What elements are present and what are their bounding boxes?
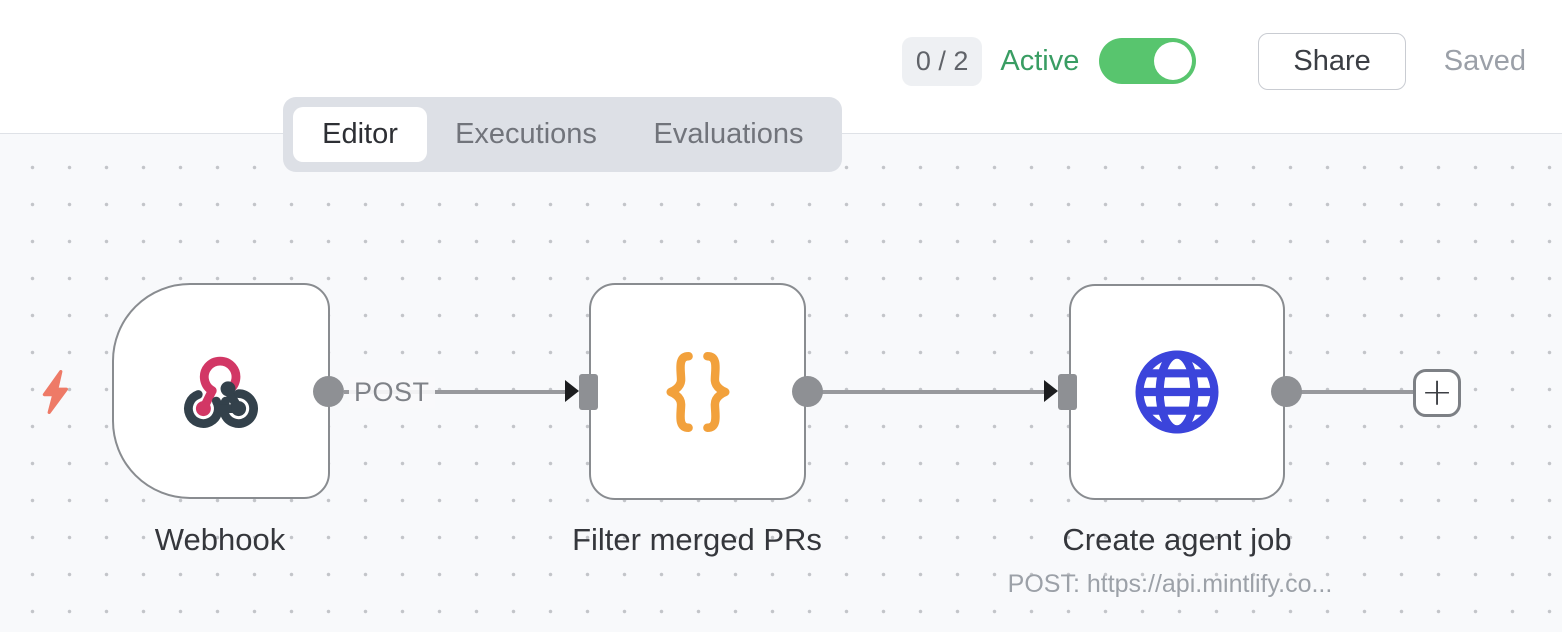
filter-output-port[interactable]	[792, 376, 823, 407]
node-subtitle-create-agent-job: POST: https://api.mintlify.co...	[1007, 570, 1333, 598]
view-tabs: Editor Executions Evaluations	[283, 97, 842, 172]
toggle-knob	[1154, 42, 1193, 80]
globe-icon	[1135, 350, 1219, 434]
node-title-create-agent-job: Create agent job	[1062, 522, 1292, 557]
active-toggle[interactable]	[1099, 38, 1197, 84]
connector-arrow-icon	[565, 380, 579, 402]
lightning-bolt-icon	[42, 370, 68, 414]
filter-input-port	[579, 374, 598, 410]
node-webhook[interactable]	[112, 283, 330, 499]
connector-webhook-to-filter	[344, 390, 566, 394]
tab-evaluations[interactable]: Evaluations	[653, 118, 804, 150]
http-output-port[interactable]	[1271, 376, 1302, 407]
header-controls: 0 / 2 Active Share Saved	[901, 0, 1526, 122]
node-create-agent-job[interactable]	[1069, 284, 1285, 500]
webhook-icon	[184, 356, 258, 428]
share-button[interactable]: Share	[1258, 32, 1406, 90]
workflow-canvas[interactable]: POST + Webhook Filter merged PRs Create …	[0, 134, 1562, 632]
curly-braces-icon	[666, 351, 729, 432]
tab-editor[interactable]: Editor	[293, 107, 427, 162]
connector-arrow-icon	[1044, 380, 1058, 402]
node-title-filter: Filter merged PRs	[572, 522, 822, 557]
connector-http-to-add	[1301, 390, 1415, 394]
webhook-output-method-label: POST	[349, 377, 435, 408]
tab-executions[interactable]: Executions	[455, 118, 597, 150]
add-node-button[interactable]: +	[1413, 369, 1461, 417]
node-filter-merged-prs[interactable]	[589, 283, 806, 500]
webhook-output-port[interactable]	[313, 376, 344, 407]
node-title-webhook: Webhook	[154, 522, 286, 557]
http-input-port	[1058, 374, 1077, 410]
save-status-label: Saved	[1443, 44, 1526, 77]
active-label: Active	[1000, 44, 1080, 77]
connector-filter-to-http	[822, 390, 1044, 394]
execution-count-badge: 0 / 2	[901, 36, 983, 86]
